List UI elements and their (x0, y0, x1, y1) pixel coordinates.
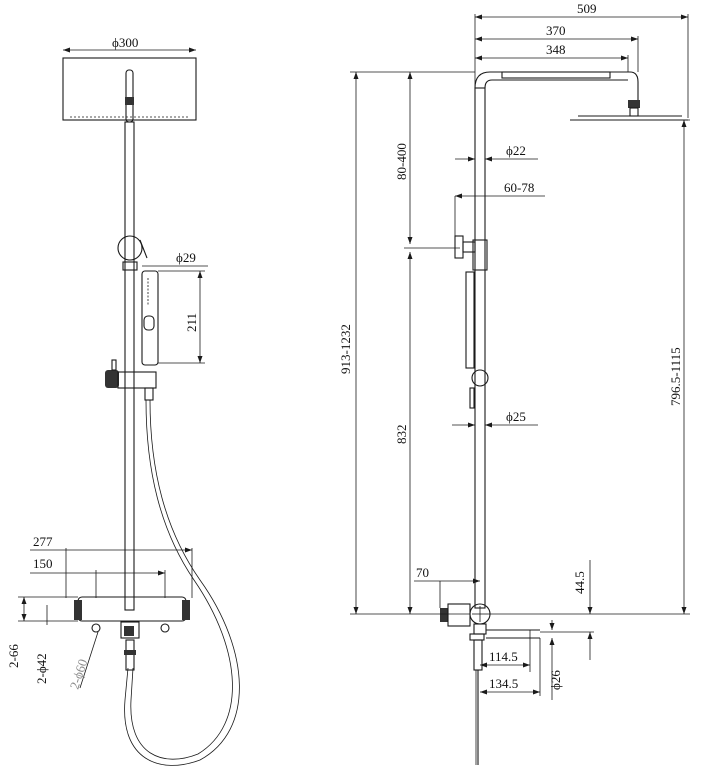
front-diverter-knob (117, 235, 143, 261)
side-view: 509 370 348 913-1232 80-400 832 796.5-11… (338, 1, 690, 765)
dim-flange-diameter-leader (79, 631, 99, 689)
side-spout-collar (473, 623, 487, 635)
side-hose-pipe (473, 639, 483, 671)
front-holder-hook (144, 387, 154, 401)
dim-spout-diameter-label: ϕ26 (548, 670, 563, 690)
front-arm-joint (125, 97, 134, 105)
dim-mixer-width-label: 277 (33, 534, 53, 549)
dim-inlet-count-label: 2-66 (6, 644, 21, 668)
dim-spout-reach-outer-label: 134.5 (489, 676, 518, 691)
dim-head-diameter-label: ϕ300 (112, 35, 138, 50)
front-handset (141, 270, 159, 366)
side-spout-arm (486, 629, 540, 639)
front-view: ϕ300 ϕ29 211 (6, 35, 240, 766)
side-riser-pipe (474, 87, 486, 609)
front-spout-outlet (124, 626, 134, 636)
dim-valve-offset-label: 70 (416, 565, 429, 580)
dim-total-projection-label: 509 (577, 1, 597, 16)
side-holder-pin (469, 387, 475, 409)
dim-handset-length-label: 211 (184, 313, 199, 332)
dim-pipe-upper-label: ϕ22 (506, 143, 526, 158)
front-mixer-right-handle (182, 600, 190, 620)
side-holder-knob (471, 369, 489, 387)
dim-spout-height-label: 44.5 (572, 571, 587, 594)
dim-upper-adjust-label: 80-400 (394, 143, 409, 180)
side-shower-head (570, 115, 688, 121)
dim-arm-length-label: 370 (546, 23, 566, 38)
side-arm-end (629, 71, 639, 100)
front-riser-pipe (124, 121, 135, 611)
side-bracket-arm (462, 241, 476, 253)
front-holder-bracket (117, 371, 157, 389)
front-diverter-lever (139, 239, 148, 259)
front-arm-pipe (125, 69, 134, 123)
side-hose-connector (469, 633, 485, 641)
dim-pipe-lower-label: ϕ25 (506, 409, 526, 424)
side-bracket-knob (454, 235, 464, 259)
dim-head-height-label: 796.5-1115 (668, 347, 683, 406)
front-hose-outer (124, 399, 240, 766)
front-spout-body (120, 621, 140, 639)
side-mixer-handle (440, 608, 448, 622)
dim-inlet-spacing-label: 150 (33, 556, 53, 571)
dim-total-height-label: 913-1232 (338, 324, 353, 374)
front-handset-button (143, 315, 155, 331)
dim-head-plate-label: 348 (546, 42, 566, 57)
front-mixer-right-inlet (160, 623, 170, 633)
side-bracket-collar (472, 239, 488, 271)
side-arm-plate (501, 71, 611, 79)
side-arm-inner (484, 79, 628, 89)
side-mixer-housing (447, 603, 471, 627)
front-spout-nut (124, 650, 136, 655)
dim-flange-diameter-label: 2-ϕ60 (67, 657, 91, 691)
dim-spout-reach-inner-label: 114.5 (489, 649, 518, 664)
front-shower-head-outline (62, 57, 197, 121)
front-mixer-body (77, 596, 187, 622)
dim-handset-diameter-label: ϕ29 (176, 250, 196, 265)
side-head-neck (629, 107, 639, 117)
dim-slide-height-label: 832 (394, 425, 409, 445)
dim-bracket-offset-label: 60-78 (504, 180, 534, 195)
front-hose-inner (130, 399, 233, 760)
dim-connector-diameter-label: 2-ϕ42 (34, 653, 49, 684)
side-handset (465, 271, 475, 369)
side-head-joint (628, 100, 640, 108)
front-holder-pin (111, 359, 117, 371)
front-holder-knob (105, 370, 119, 388)
front-mixer-left-inlet (91, 623, 101, 633)
front-diverter-collar (122, 261, 138, 271)
front-mixer-left-handle (74, 600, 82, 620)
